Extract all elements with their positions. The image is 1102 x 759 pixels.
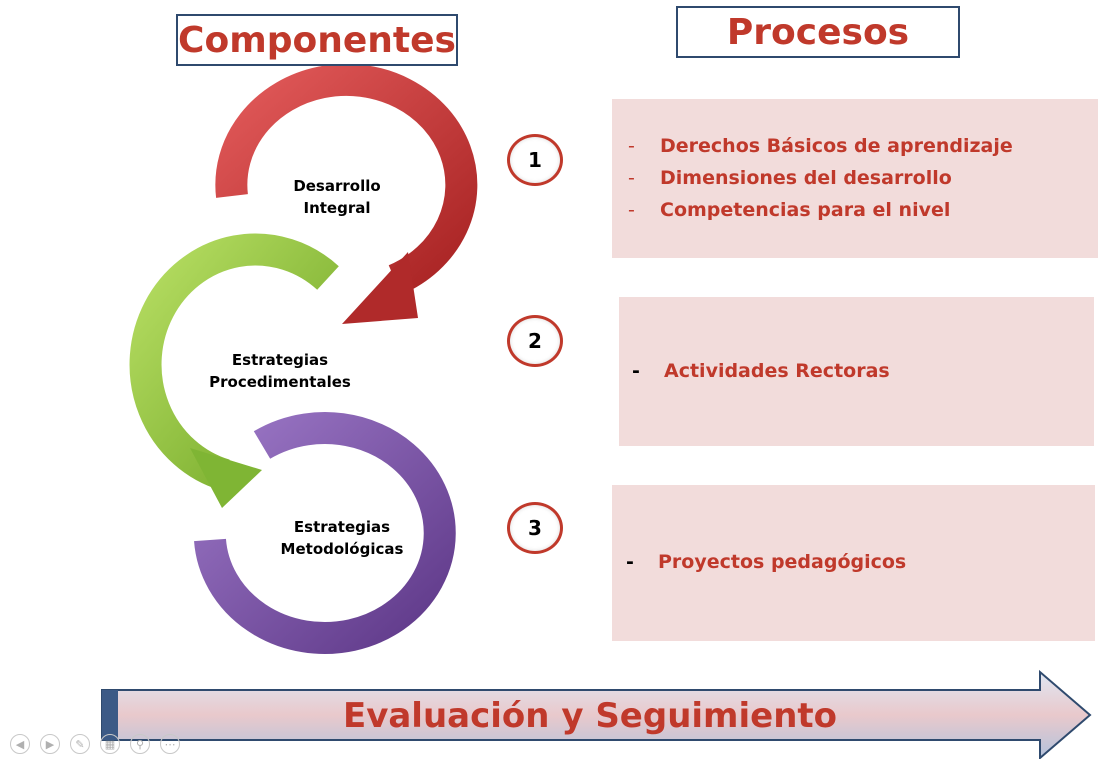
bullet-dash: - (628, 135, 635, 157)
step-badge-3: 3 (507, 502, 563, 554)
component-label-line2: Integral (303, 199, 371, 217)
process-box-1 (612, 99, 1098, 258)
process-item-text: Derechos Básicos de aprendizaje (660, 135, 1013, 157)
process-item-text: Competencias para el nivel (660, 199, 951, 221)
process-item-text: Proyectos pedagógicos (658, 551, 907, 573)
slides-icon[interactable]: ▦ (100, 734, 120, 754)
zoom-icon[interactable]: ⚲ (130, 734, 150, 754)
process-item: - Proyectos pedagógicos (626, 551, 906, 573)
component-label-line2: Procedimentales (209, 373, 351, 391)
desarrollo-integral-arrow (215, 63, 478, 324)
evaluacion-label: Evaluación y Seguimiento (342, 696, 838, 736)
process-box-2 (619, 297, 1094, 446)
process-item: - Actividades Rectoras (632, 360, 890, 382)
procesos-header: Procesos (676, 6, 960, 58)
pen-icon[interactable]: ✎ (70, 734, 90, 754)
bullet-dash: - (628, 199, 635, 221)
prev-icon[interactable]: ◀ (10, 734, 30, 754)
process-item-text: Dimensiones del desarrollo (660, 167, 952, 189)
process-item: - Dimensiones del desarrollo (628, 167, 952, 189)
bullet-dash: - (632, 360, 640, 382)
estrategias-metodologicas-ring (194, 412, 456, 654)
bullet-dash: - (628, 167, 635, 189)
estrategias-procedimentales-arrow (129, 233, 339, 508)
step-badge-2: 2 (507, 315, 563, 367)
component-label-procedimentales: Estrategias Procedimentales (190, 349, 370, 393)
process-item: - Derechos Básicos de aprendizaje (628, 135, 1013, 157)
more-icon[interactable]: ⋯ (160, 734, 180, 754)
evaluacion-arrow (101, 669, 1092, 759)
component-label-desarrollo: Desarrollo Integral (272, 175, 402, 219)
next-icon[interactable]: ▶ (40, 734, 60, 754)
process-item-text: Actividades Rectoras (664, 360, 890, 382)
component-label-line1: Estrategias (231, 351, 329, 369)
component-label-line1: Estrategias (293, 518, 391, 536)
process-box-3 (612, 485, 1095, 641)
bullet-dash: - (626, 551, 634, 573)
component-label-metodologicas: Estrategias Metodológicas (272, 516, 412, 560)
componentes-header: Componentes (176, 14, 458, 66)
process-item: - Competencias para el nivel (628, 199, 950, 221)
component-label-line1: Desarrollo (293, 177, 381, 195)
component-label-line2: Metodológicas (280, 540, 404, 558)
step-badge-1: 1 (507, 134, 563, 186)
